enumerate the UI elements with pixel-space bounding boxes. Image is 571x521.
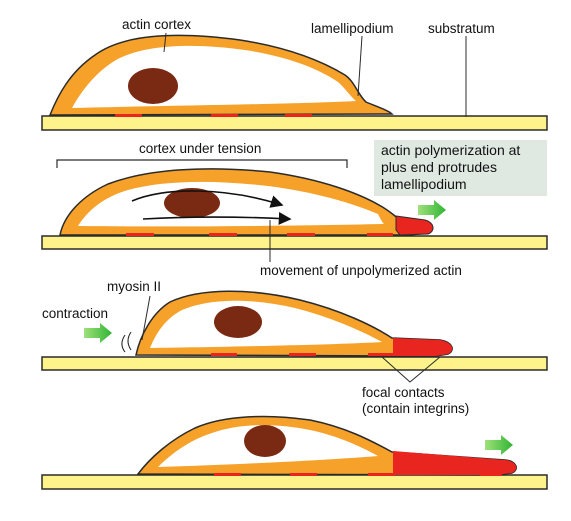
substratum-label: substratum	[428, 21, 495, 36]
box-line-2: plus end protrudes	[381, 159, 497, 175]
panel-1	[41, 32, 548, 131]
nucleus	[244, 425, 286, 457]
myosin-label: myosin II	[107, 279, 162, 294]
box-line-1: actin polymerization at	[381, 142, 521, 158]
cortex-under-tension-label: cortex under tension	[139, 141, 262, 156]
nucleus	[128, 68, 178, 104]
contraction-label: contraction	[42, 306, 109, 321]
lamellipodium-label: lamellipodium	[311, 21, 394, 36]
myosin-leader	[141, 295, 151, 341]
tension-bracket	[56, 159, 348, 168]
nucleus	[164, 188, 220, 218]
adhesion-contacts	[211, 353, 395, 356]
movement-label: movement of unpolymerized actin	[260, 263, 462, 278]
polymerized-actin	[393, 338, 453, 356]
panel-3	[41, 290, 548, 383]
substratum-bar	[41, 356, 548, 371]
panel-4	[41, 415, 548, 490]
adhesion-contacts	[126, 233, 393, 236]
focal-contacts-label: focal contacts	[362, 385, 445, 400]
substratum-bar	[41, 235, 548, 250]
actin-flow-arrow-upper	[131, 190, 284, 208]
focal-contacts-leader	[381, 356, 441, 383]
lamellipodium-leader	[357, 35, 363, 97]
cytoplasm	[150, 300, 382, 348]
annotation-box	[374, 140, 547, 196]
polymerized-actin	[393, 451, 517, 475]
adhesion-contacts	[115, 114, 312, 117]
box-line-3: lamellipodium	[381, 176, 467, 192]
contraction-lines	[121, 331, 132, 353]
adhesion-contacts	[214, 473, 502, 476]
focal-contacts-sublabel: (contain integrins)	[362, 401, 470, 416]
actin-flow-arrow-lower	[142, 212, 292, 225]
polymerized-actin	[395, 215, 434, 236]
substratum-bar	[41, 474, 548, 490]
nucleus	[214, 306, 262, 338]
green-arrow	[418, 200, 446, 220]
substratum-bar	[41, 115, 548, 131]
actin-cortex-leader	[163, 32, 167, 53]
green-arrow	[84, 323, 112, 343]
panel-2	[41, 159, 548, 262]
cytoplasm	[78, 181, 384, 227]
annotation-box-text: actin polymerization at plus end protrud…	[381, 142, 520, 193]
actin-cortex-label: actin cortex	[122, 17, 192, 32]
green-arrow	[485, 435, 513, 455]
